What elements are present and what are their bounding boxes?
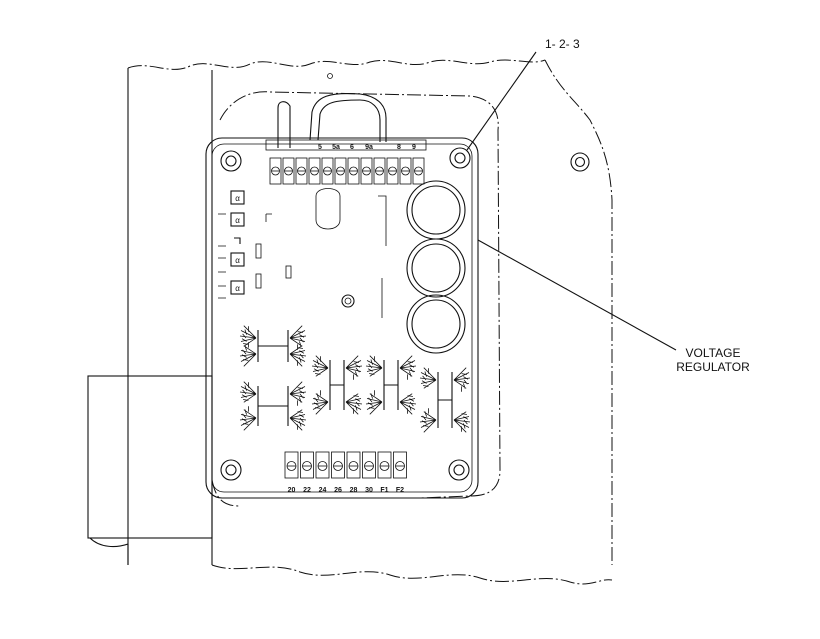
capacitor [406,294,466,354]
heat-sink-fin [311,390,329,415]
bottom-terminal-label: 20 [288,487,296,494]
terminal-screw [331,451,345,479]
top-terminal-label: 5a [332,144,340,151]
terminal-screw [321,157,334,185]
heat-sink [239,381,307,431]
mounting-bracket [87,375,213,565]
heat-sink-fin [289,325,307,350]
top-terminal-label: 6 [350,144,354,151]
terminal-screw [284,451,299,479]
relay-glyph: α [235,256,240,265]
relay: α [230,212,245,227]
heat-sinks [239,325,471,433]
bottom-terminal-label: 26 [334,487,342,494]
heat-sink-fin [289,345,307,367]
heat-sink-fin [311,355,329,377]
control-components [315,188,387,318]
heat-sink-fin [399,355,417,380]
top-terminal-label: 5 [318,144,322,151]
relay: α [230,190,245,205]
heat-sink [239,325,307,367]
top-terminal-label: 9 [412,144,416,151]
capacitor [406,180,466,240]
heat-sink-fin [419,367,437,389]
bottom-terminal-label: F1 [380,487,388,494]
heat-sink-fin [419,408,437,433]
top-terminal-strip: 5 5a 6 9a 8 9 [265,139,427,185]
terminal-screw [308,157,321,185]
terminal-screw [386,157,399,185]
terminal-screw [282,157,295,185]
terminal-screw [300,451,314,479]
terminal-screw [315,451,330,479]
regulator-label-line1: VOLTAGE [686,346,741,360]
bottom-terminal-label: 22 [303,487,311,494]
terminal-screw [399,157,412,185]
mounting-screw [220,459,242,481]
part-ref-leader [466,51,537,151]
capacitor [406,238,466,298]
heat-sink-fin [289,381,307,406]
heat-sink-fin [239,406,257,431]
heat-sink [419,367,471,433]
heat-sink-fin [399,393,417,415]
heat-sink-fin [345,393,363,415]
terminal-screw [360,157,373,185]
heat-sink-fin [453,411,471,433]
terminal-screw [295,157,308,185]
heat-sink-fin [239,381,257,403]
heat-sink-fin [239,342,257,367]
terminal-screw [412,157,425,185]
relay-column: α α α α [218,190,292,299]
mounting-screw [449,147,471,169]
terminal-screw [347,157,360,185]
terminal-screw [362,451,376,479]
heat-sink-fin [365,355,383,377]
top-terminal-label: 9a [365,144,373,151]
bottom-terminal-strip: 20 22 24 26 28 30 F1 F2 [284,451,407,494]
terminal-screw [334,157,347,185]
capacitor-stack [406,180,466,354]
terminal-screw [269,157,282,185]
bottom-terminal-label: F2 [396,487,404,494]
terminal-screw [393,451,407,479]
wire-harness [277,92,387,148]
terminal-screw [346,451,361,479]
regulator-leader [477,239,677,351]
relay-glyph: α [235,284,240,293]
bottom-terminal-label: 30 [365,487,373,494]
heat-sink-fin [345,355,363,380]
callouts: 1- 2- 3 VOLTAGE REGULATOR [466,37,750,374]
relay: α [230,252,245,267]
terminal-screw [373,157,386,185]
part-ref-label: 1- 2- 3 [545,37,580,51]
heat-sink [311,355,363,415]
relay-glyph: α [235,216,240,225]
regulator-board [205,137,479,499]
top-terminal-label: 8 [397,144,401,151]
heat-sink-fin [239,325,257,347]
relay: α [230,280,245,295]
enclosure-outline [127,59,613,585]
relay-glyph: α [235,194,240,203]
heat-sink [365,355,417,415]
heat-sink-fin [289,409,307,431]
regulator-label-line2: REGULATOR [676,360,750,374]
heat-sink-fin [365,390,383,415]
bottom-terminal-label: 28 [350,487,358,494]
bottom-terminal-label: 24 [319,487,327,494]
terminal-screw [377,451,392,479]
mounting-screw [448,459,470,481]
heat-sink-fin [453,367,471,392]
mounting-screw [220,150,242,172]
